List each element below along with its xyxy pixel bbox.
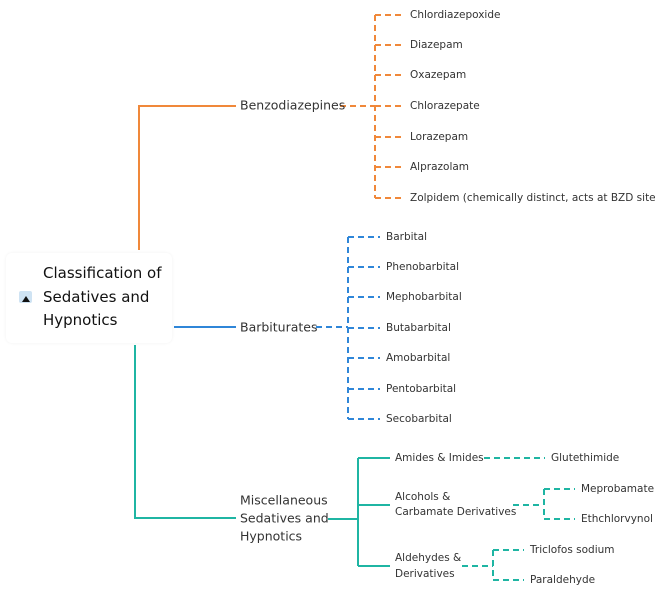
benzodiazepines-leaf[interactable]: Zolpidem (chemically distinct, acts at B… xyxy=(410,192,656,204)
benzodiazepines-leaf[interactable]: Chlordiazepoxide xyxy=(410,9,500,21)
root-to-miscellaneous-line xyxy=(134,345,236,519)
leaf-triclofos-sodium[interactable]: Triclofos sodium xyxy=(529,544,615,556)
root-to-benzodiazepines-line xyxy=(138,105,236,250)
benzodiazepines-leaf[interactable]: Oxazepam xyxy=(410,69,466,81)
image-icon xyxy=(19,291,32,303)
group-amides-imides[interactable]: Amides & Imides xyxy=(395,452,484,464)
miscellaneous-group-lines xyxy=(328,457,390,567)
barbiturates-leaf[interactable]: Amobarbital xyxy=(386,352,450,364)
group-alcohols-line[interactable]: Alcohols & xyxy=(395,491,450,503)
group-alcohols-line[interactable]: Carbamate Derivatives xyxy=(395,506,516,518)
benzodiazepines-connectors xyxy=(138,14,404,250)
barbiturates-leaf[interactable]: Phenobarbital xyxy=(386,261,459,273)
leaf-paraldehyde[interactable]: Paraldehyde xyxy=(530,574,595,586)
benzodiazepines-leaf[interactable]: Alprazolam xyxy=(410,161,469,173)
barbiturates-leaf[interactable]: Pentobarbital xyxy=(386,383,456,395)
barbiturates-leaf[interactable]: Secobarbital xyxy=(386,413,452,425)
miscellaneous-label-line[interactable]: Miscellaneous xyxy=(240,493,328,508)
leaf-ethchlorvynol[interactable]: Ethchlorvynol xyxy=(581,513,653,525)
barbiturates-connectors xyxy=(174,236,380,420)
leaf-meprobamate[interactable]: Meprobamate xyxy=(581,483,654,495)
group-aldehydes-line[interactable]: Derivatives xyxy=(395,568,455,580)
root-node-label: Classification of Sedatives and Hypnotic… xyxy=(43,264,162,329)
miscellaneous-connectors xyxy=(134,345,575,581)
alcohols-dashed-links xyxy=(513,488,575,520)
miscellaneous-label-line[interactable]: Hypnotics xyxy=(240,529,302,544)
benzodiazepines-leaf[interactable]: Lorazepam xyxy=(410,131,468,143)
miscellaneous-label-line[interactable]: Sedatives and xyxy=(240,511,329,526)
barbiturates-leaf[interactable]: Mephobarbital xyxy=(386,291,462,303)
leaf-glutethimide[interactable]: Glutethimide xyxy=(551,452,619,464)
group-aldehydes-line[interactable]: Aldehydes & xyxy=(395,552,461,564)
barbiturates-leaf[interactable]: Barbital xyxy=(386,231,427,243)
benzodiazepines-leaf[interactable]: Diazepam xyxy=(410,39,463,51)
barbiturates-label[interactable]: Barbiturates xyxy=(240,320,318,335)
barbiturates-leaf[interactable]: Butabarbital xyxy=(386,322,451,334)
root-node[interactable] xyxy=(6,253,172,343)
benzodiazepines-leaf[interactable]: Chlorazepate xyxy=(410,100,480,112)
benzodiazepines-label[interactable]: Benzodiazepines xyxy=(240,98,345,113)
aldehydes-dashed-links xyxy=(462,549,524,581)
